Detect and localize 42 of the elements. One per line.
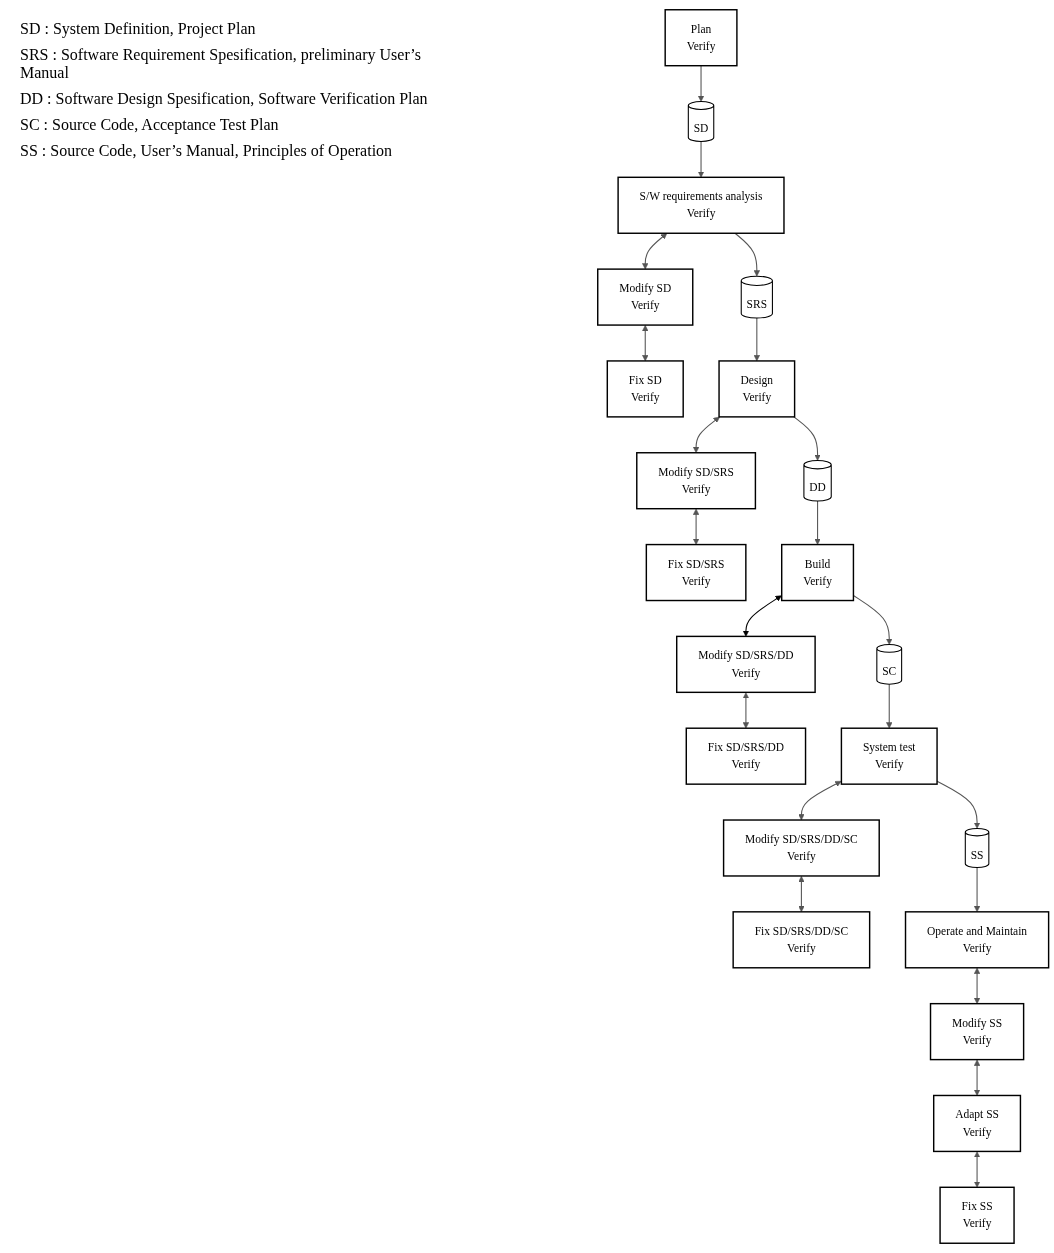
node-box: Fix SD/SRS Verify — [645, 543, 747, 602]
node-box: Fix SD/SRS/DD/SC Verify — [732, 911, 870, 969]
node-box: Modify SD/SRS Verify — [635, 452, 756, 510]
arrow — [742, 595, 782, 637]
node-box: Modify SD/SRS/DD/SC Verify — [722, 819, 880, 877]
arrow — [697, 140, 704, 178]
node-box: Adapt SS Verify — [932, 1094, 1021, 1153]
node-box: Fix SD Verify — [606, 360, 684, 418]
legend-note: SD : System Definition, Project Plan — [20, 20, 257, 38]
legend-note: SC : Source Code, Acceptance Test Plan — [20, 116, 280, 134]
node-box: System test Verify — [840, 727, 938, 785]
node-box: Plan Verify — [664, 9, 738, 67]
node-box: Modify SS Verify — [929, 1002, 1024, 1061]
legend-note: SS : Source Code, User’s Manual, Principles of Operation — [20, 142, 394, 160]
arrow — [792, 416, 821, 461]
legend-note: SRS : Software Requirement Spesification, preliminary User’s Manual — [20, 46, 422, 82]
arrow — [973, 967, 980, 1004]
arrow — [973, 867, 980, 913]
arrow — [797, 875, 805, 913]
arrow — [885, 683, 893, 729]
arrow — [692, 508, 699, 545]
arrow — [697, 65, 704, 102]
arrow — [797, 781, 842, 821]
arrow — [641, 325, 649, 362]
node-box: Build Verify — [780, 543, 854, 602]
arrow — [973, 1059, 980, 1096]
node-box: Design Verify — [718, 360, 795, 418]
arrow — [734, 232, 760, 277]
arrow — [973, 1151, 980, 1188]
node-box: Fix SS Verify — [939, 1186, 1015, 1244]
node-box: Fix SD/SRS/DD Verify — [685, 727, 806, 785]
arrow — [641, 233, 667, 270]
node-box: Modify SD/SRS/DD Verify — [675, 635, 816, 694]
node-box: S/W requirements analysis Verify — [617, 176, 785, 234]
arrow — [692, 416, 720, 454]
node-box: Modify SD Verify — [596, 268, 694, 326]
node-box: Operate and Maintain Verify — [904, 911, 1049, 969]
arrow — [753, 317, 760, 362]
legend-note: DD : Software Design Spesification, Software Verification Plan — [20, 90, 429, 108]
arrow — [814, 500, 821, 545]
arrow — [936, 780, 980, 829]
arrow — [742, 692, 749, 729]
